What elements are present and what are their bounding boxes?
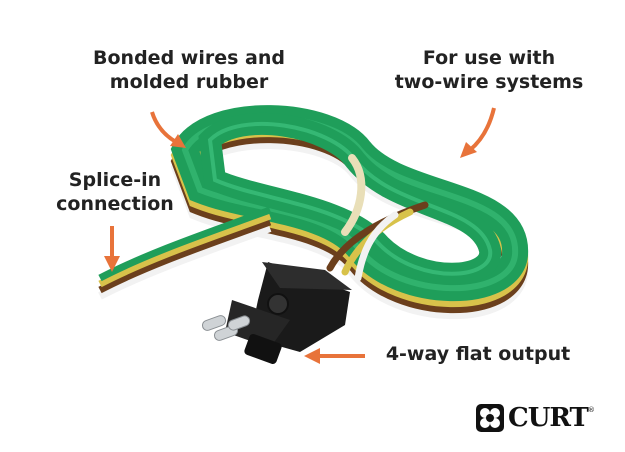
brand-name: CURT <box>508 403 589 433</box>
connector-wires <box>326 201 429 282</box>
arrow-output <box>304 348 365 364</box>
arrow-bonded <box>150 111 186 148</box>
brand-trademark: ® <box>587 406 595 414</box>
connector-pins <box>201 315 251 341</box>
label-two-wire-line-1: For use with <box>422 47 556 69</box>
four-way-flat-connector <box>201 262 352 365</box>
arrow-two-wire <box>460 107 496 158</box>
arrow-splice <box>104 226 120 272</box>
curt-logo: CURT ® <box>476 402 595 434</box>
label-bonded-line-1: Bonded wires and <box>93 47 285 69</box>
label-two-wire: For use with two-wire systems <box>384 46 594 94</box>
label-flat-output: 4-way flat output <box>368 342 588 366</box>
label-splice-in: Splice-in connection <box>40 168 190 216</box>
label-output-line-1: 4-way flat output <box>385 343 571 365</box>
curt-logo-icon <box>476 404 504 432</box>
label-splice-line-1: Splice-in <box>68 169 162 191</box>
label-bonded-line-2: molded rubber <box>109 71 269 93</box>
wire-tie <box>341 154 366 236</box>
label-two-wire-line-2: two-wire systems <box>394 71 584 93</box>
label-splice-line-2: connection <box>56 193 174 215</box>
wire-coil <box>170 105 529 320</box>
splice-lead <box>98 206 272 300</box>
callout-arrows <box>104 107 496 364</box>
label-bonded-wires: Bonded wires and molded rubber <box>84 46 294 94</box>
